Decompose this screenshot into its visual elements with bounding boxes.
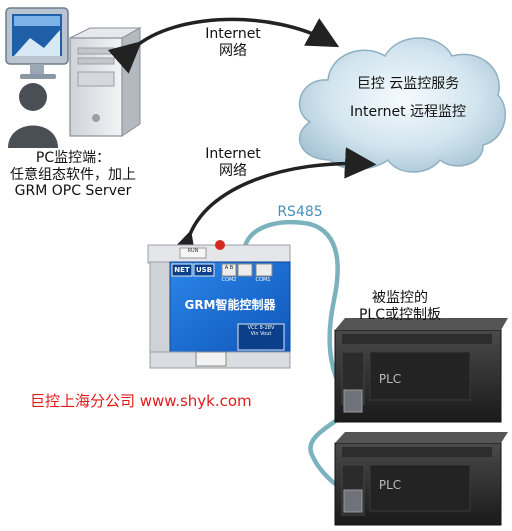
plc-group-label-line2: PLC或控制板 [358,306,442,323]
internet-label-middle: Internet 网络 [196,146,270,179]
cloud-label-line2: Internet 远程监控 [349,104,467,120]
port-com2-label: COM2 [221,277,237,283]
internet-label-middle-line1: Internet [205,146,261,162]
internet-label-top-line2: 网络 [219,42,247,59]
device-power-line2: Vin Vout [250,330,272,337]
pc-label: PC监控端： 任意组态软件，加上 GRM OPC Server [0,150,146,200]
company-label: 巨控上海分公司 www.shyk.com [30,392,252,410]
cloud-shape [298,37,506,173]
port-net-label: NET [174,266,190,274]
pc-label-line1: PC监控端： [35,150,111,166]
port-ab-label: A B [224,265,234,271]
monitor-icon [5,7,69,79]
plc-unit-2 [334,432,508,526]
device-power-line1: VCC 8-28V [247,325,275,331]
computer-tower-icon [69,27,142,137]
plc-group-label: 被监控的 PLC或控制板 [330,290,470,323]
internet-arrow-middle [166,147,377,265]
plc-name-1: PLC [378,372,402,386]
plc-unit-1 [334,318,508,423]
pc-label-line2: 任意组态软件，加上 [10,166,136,183]
internet-label-middle-line2: 网络 [219,162,247,179]
port-usb-label: USB [195,266,213,274]
rs485-label: RS485 [277,204,323,220]
cloud-label-line1: 巨控 云监控服务 [356,76,460,92]
pc-label-line3: GRM OPC Server [14,183,132,200]
plc-group-label-line1: 被监控的 [372,290,428,306]
plc-name-2: PLC [378,478,402,492]
device-power-label: VCC 8-28V Vin Vout [238,325,284,338]
cloud-label: 巨控 云监控服务 Internet 远程监控 [318,70,498,126]
grm-controller-device [147,240,291,369]
internet-label-top-line1: Internet [205,26,261,42]
internet-arrow-top [107,17,340,74]
port-com1-label: COM1 [255,277,271,283]
device-title: GRM智能控制器 [184,298,276,312]
device-led-label: RUN [187,248,199,254]
user-icon [8,83,58,148]
internet-label-top: Internet 网络 [196,26,270,59]
rs485-cable [241,219,355,499]
